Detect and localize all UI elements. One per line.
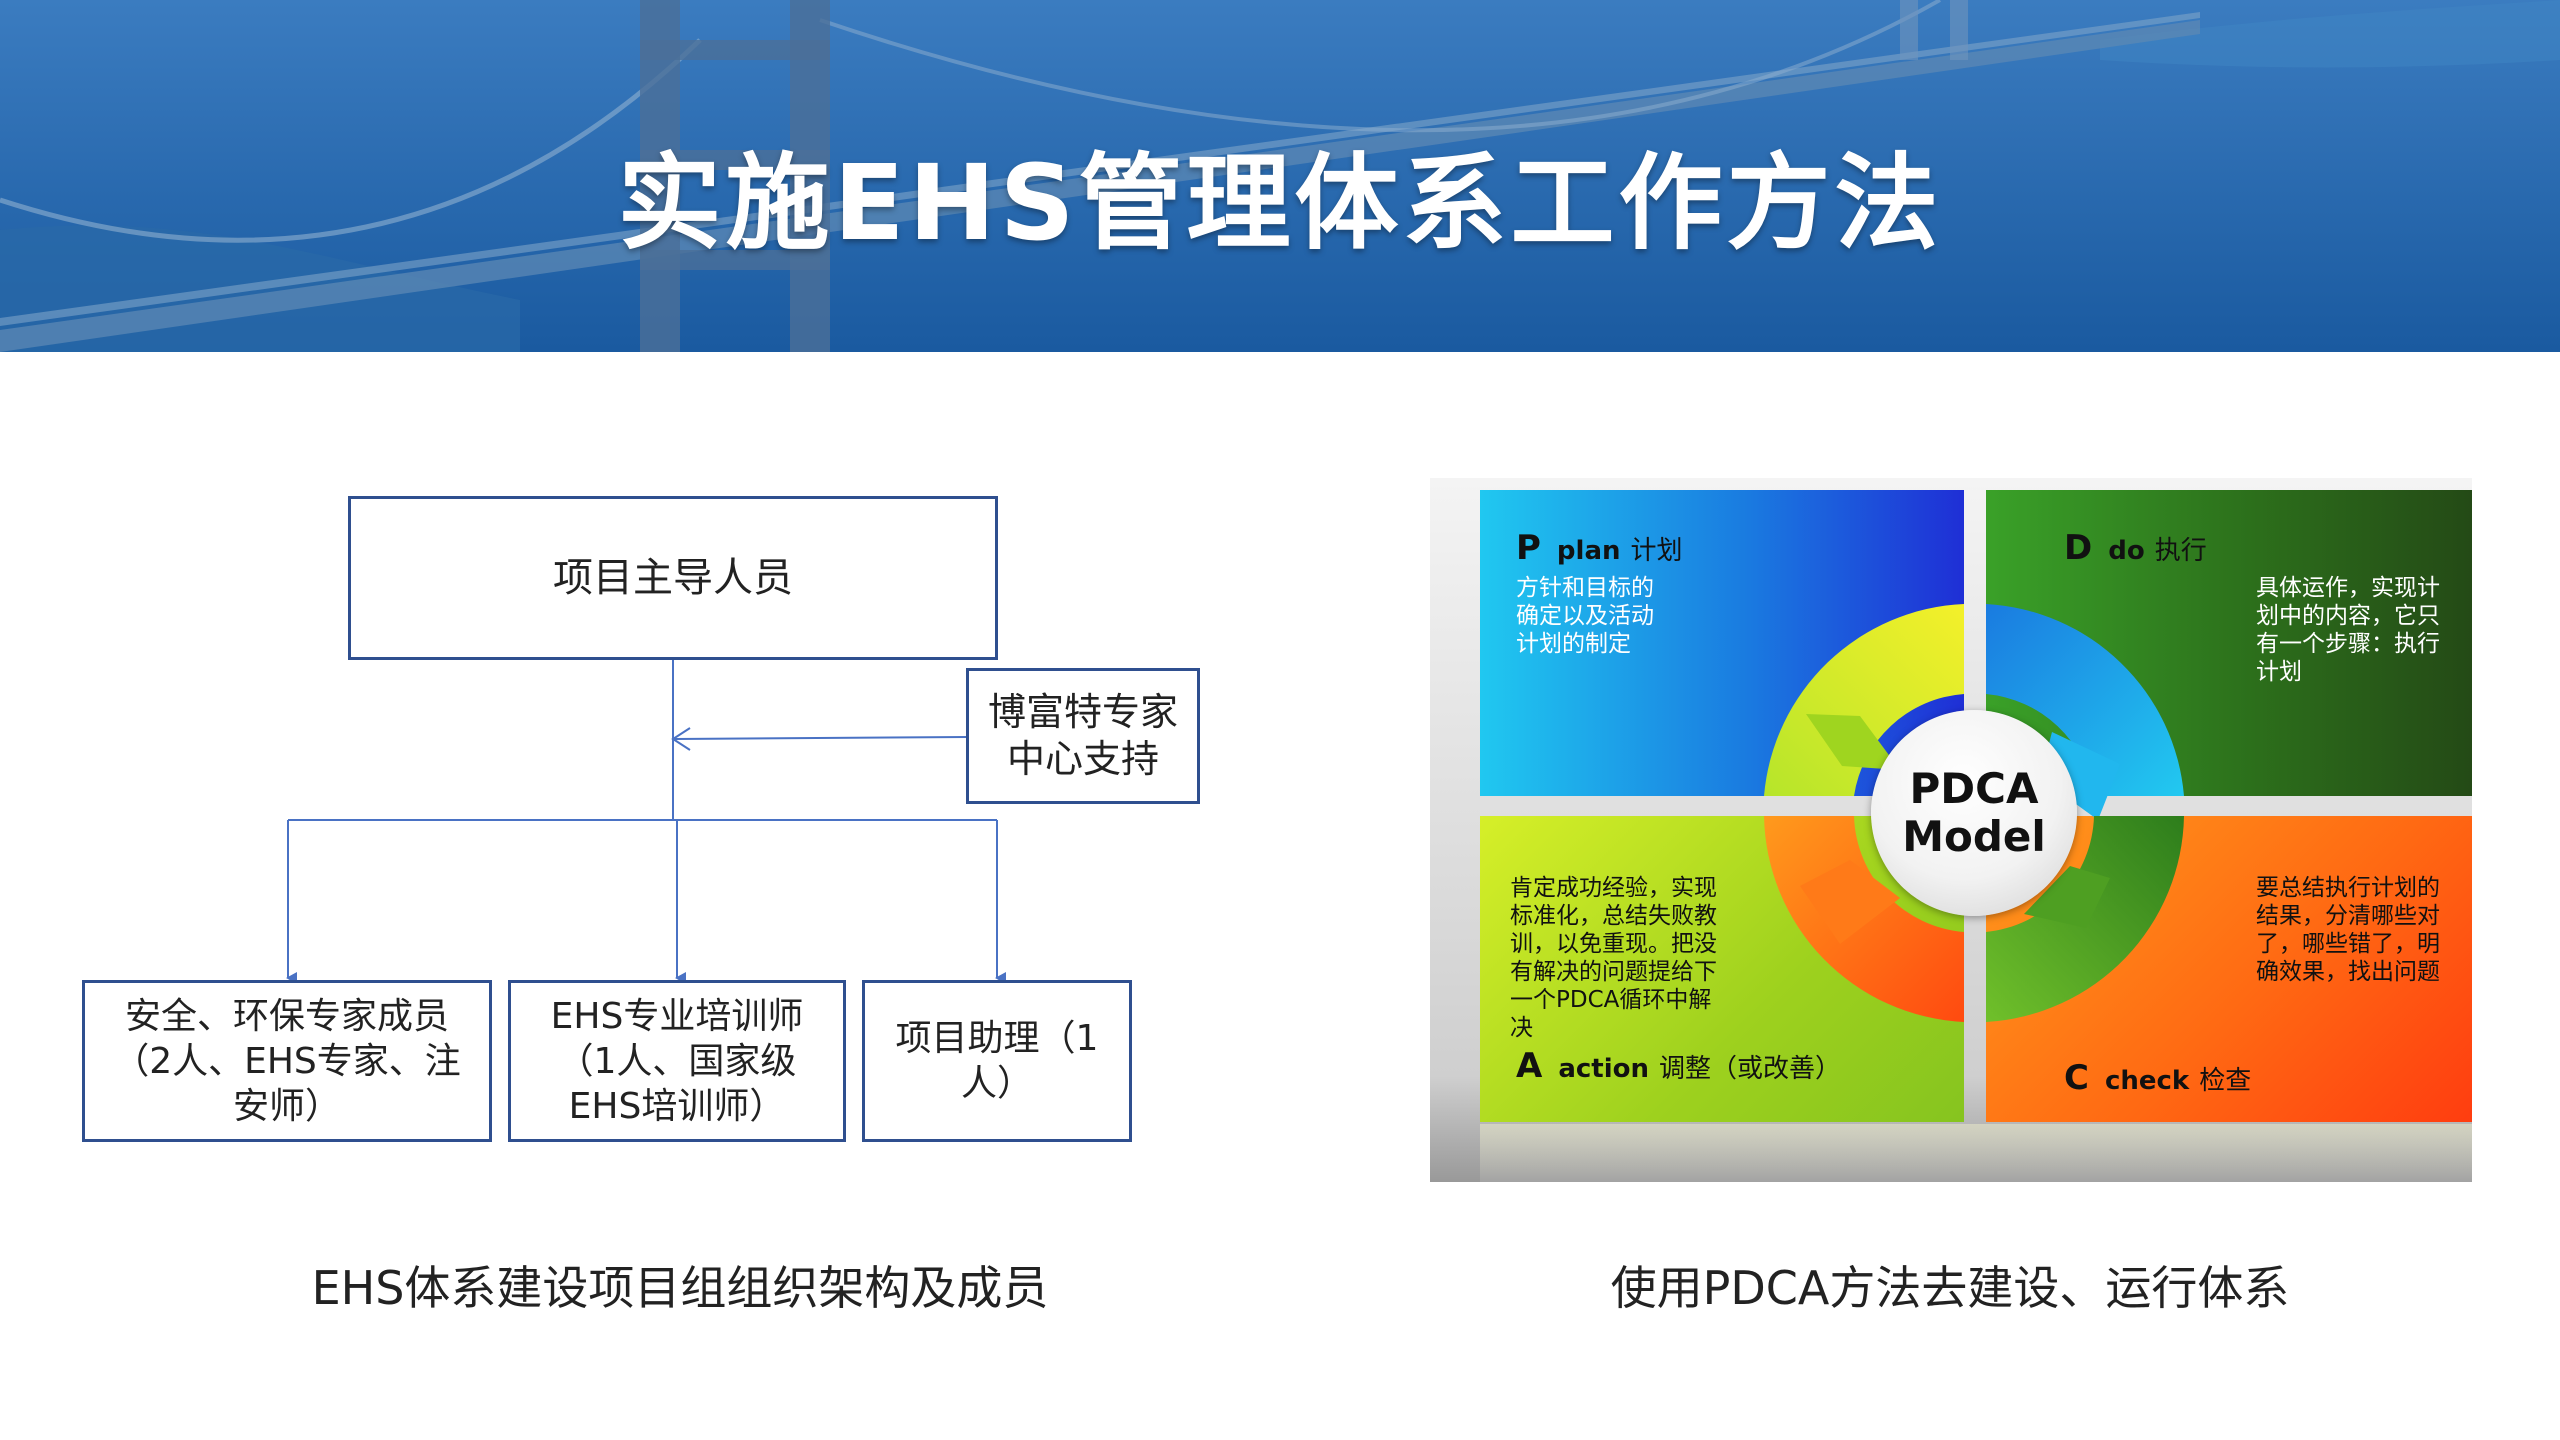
lead-label: 项目主导人员: [553, 555, 793, 601]
check-letter: C: [2064, 1058, 2089, 1098]
do-text: 具体运作，实现计 划中的内容，它只 有一个步骤：执行 计划: [2256, 575, 2440, 685]
plan-arrowhead: [1806, 714, 1900, 770]
do-en: do: [2108, 536, 2145, 566]
support-arrowhead: [671, 727, 691, 751]
member-box-safety: 安全、环保专家成员 （2人、EHS专家、注 安师）: [82, 980, 492, 1142]
pdca-center-line2: Model: [1902, 812, 2046, 861]
page-title: 实施EHS管理体系工作方法: [617, 142, 1943, 264]
action-zh: 调整（或改善）: [1659, 1054, 1842, 1084]
action-letter: A: [1516, 1046, 1543, 1086]
pdca-cycle-arrows: [1764, 604, 2184, 1022]
pdca-caption: 使用PDCA方法去建设、运行体系: [1610, 1261, 2290, 1315]
do-letter: D: [2064, 528, 2093, 568]
action-arrowhead: [1800, 860, 1900, 944]
support-connector: [674, 736, 969, 740]
bridge-background-image: [0, 0, 2560, 352]
check-arrowhead: [2024, 866, 2110, 928]
plan-en: plan: [1556, 536, 1621, 566]
lead-box: 项目主导人员: [348, 496, 998, 660]
org-chart: 项目主导人员 博富特专家 中心支持 安全、环保专家成员 （2人、EHS专家、注 …: [82, 496, 1200, 1142]
plan-letter: P: [1516, 528, 1541, 568]
plan-zh: 计划: [1630, 536, 1683, 566]
do-arc: [1986, 604, 2184, 796]
org-chart-connectors: [286, 660, 1006, 984]
action-text: 肯定成功经验，实现 标准化，总结失败教 训，以免重现。把没 有解决的问题提给下 …: [1510, 875, 1717, 1041]
pdca-center-line1: PDCA: [1909, 764, 2039, 813]
member-box-assistant: 项目助理（1 人）: [862, 980, 1132, 1142]
support-label: 博富特专家 中心支持: [987, 689, 1178, 782]
check-zh: 检查: [2199, 1066, 2252, 1096]
member-label: 项目助理（1 人）: [895, 1018, 1099, 1104]
action-en: action: [1558, 1054, 1649, 1084]
member-box-trainer: EHS专业培训师 （1人、国家级 EHS培训师）: [508, 980, 846, 1142]
do-arrowhead: [2040, 732, 2120, 820]
member-label: EHS专业培训师 （1人、国家级 EHS培训师）: [550, 995, 804, 1127]
support-box: 博富特专家 中心支持: [966, 668, 1200, 804]
pdca-reflection: [1480, 1124, 2472, 1182]
org-chart-caption: EHS体系建设项目组组织架构及成员: [311, 1261, 1049, 1315]
member-label: 安全、环保专家成员 （2人、EHS专家、注 安师）: [113, 995, 461, 1127]
plan-arc: [1764, 604, 1964, 796]
header-banner: 实施EHS管理体系工作方法: [0, 0, 2560, 352]
check-text: 要总结执行计划的 结果，分清哪些对 了，哪些错了，明 确效果，找出问题: [2256, 875, 2440, 985]
do-zh: 执行: [2154, 536, 2207, 566]
pdca-center-label: PDCA Model: [1871, 710, 2077, 916]
check-en: check: [2104, 1066, 2190, 1096]
plan-text: 方针和目标的 确定以及活动 计划的制定: [1516, 575, 1654, 657]
